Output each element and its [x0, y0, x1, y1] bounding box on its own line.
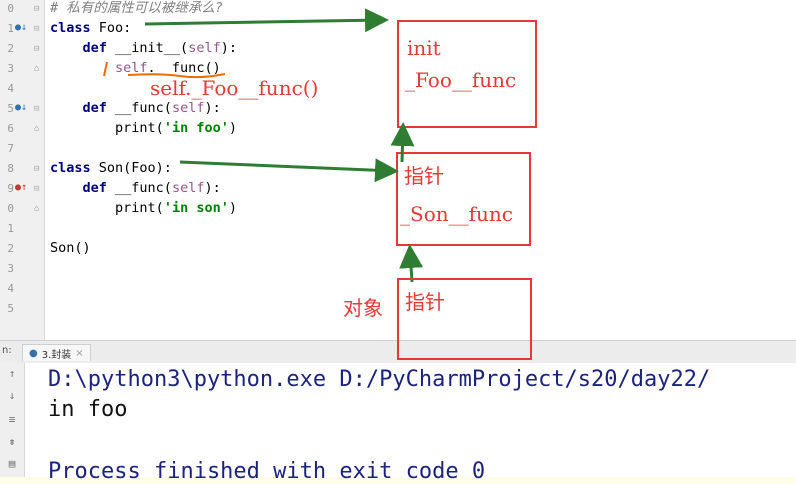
- arrow-foo-to-box: [144, 8, 389, 33]
- son-namespace-box: 指针 _Son__func: [396, 152, 531, 246]
- line-number: 8: [7, 162, 14, 175]
- line-number: 5: [7, 302, 14, 315]
- python-file-icon: ●: [29, 347, 38, 359]
- fold-icon[interactable]: ⊟: [34, 4, 40, 14]
- line-number: 0: [7, 2, 14, 15]
- fold-icon[interactable]: ⊟: [34, 44, 40, 54]
- console-output-line: in foo: [48, 397, 128, 422]
- code-line[interactable]: def __func(self):: [82, 100, 221, 116]
- code-line[interactable]: print('in son'): [115, 200, 237, 216]
- console-toolbar: ↑ ↓ ≡ ⇟ ▤: [0, 363, 25, 477]
- scroll-up-icon[interactable]: ↑: [8, 367, 16, 380]
- line-number: 1: [7, 22, 14, 35]
- override-marker-icon[interactable]: ●↓: [15, 102, 28, 113]
- print-icon[interactable]: ▤: [8, 457, 16, 470]
- code-line[interactable]: def __init__(self):: [82, 40, 237, 56]
- code-line[interactable]: self.__func(): [115, 60, 221, 76]
- code-line[interactable]: print('in foo'): [115, 120, 237, 136]
- arrow-son-to-box: [179, 158, 399, 183]
- line-number: 4: [7, 82, 14, 95]
- close-icon[interactable]: ×: [75, 347, 84, 359]
- run-console[interactable]: ↑ ↓ ≡ ⇟ ▤ D:\python3\python.exe D:/PyCha…: [0, 363, 796, 484]
- fold-icon[interactable]: ⊟: [34, 24, 40, 34]
- line-gutter: 0 1 2 3 4 5 6 7 8 9 0 1 2 3 4 5 ●↓ ●↓ ●↑…: [0, 0, 45, 340]
- run-tab-label: 3.封装: [41, 349, 72, 361]
- fold-icon[interactable]: ⊟: [34, 164, 40, 174]
- fold-icon[interactable]: ⊟: [34, 104, 40, 114]
- fold-end-icon[interactable]: ⌂: [34, 204, 40, 214]
- line-number: 2: [7, 242, 14, 255]
- line-number: 3: [7, 62, 14, 75]
- fold-end-icon[interactable]: ⌂: [34, 124, 40, 134]
- console-command-line: D:\python3\python.exe D:/PyCharmProject/…: [48, 367, 711, 392]
- line-number: 5: [7, 102, 14, 115]
- object-box: 指针: [397, 278, 532, 360]
- object-label: 对象: [343, 296, 383, 320]
- code-line[interactable]: class Foo:: [50, 20, 132, 36]
- line-number: 1: [7, 222, 14, 235]
- line-number: 6: [7, 122, 14, 135]
- override-marker-icon[interactable]: ●↓: [15, 22, 28, 33]
- box-label-son-func: _Son__func: [400, 202, 513, 226]
- line-number: 7: [7, 142, 14, 155]
- box-label-pointer: 指针: [405, 290, 445, 314]
- box-label-init: init: [407, 36, 441, 60]
- scroll-down-icon[interactable]: ↓: [8, 389, 16, 402]
- overrides-marker-icon[interactable]: ●↑: [15, 182, 28, 193]
- fold-end-icon[interactable]: ⌂: [34, 64, 40, 74]
- line-number: 2: [7, 42, 14, 55]
- box-label-pointer: 指针: [404, 164, 444, 188]
- run-tab[interactable]: ● 3.封装 ×: [22, 344, 91, 361]
- run-label: n:: [2, 345, 12, 356]
- handwritten-self-call-note: self._Foo__func(): [150, 76, 319, 100]
- foo-namespace-box: init _Foo__func: [397, 20, 537, 128]
- line-number: 0: [7, 202, 14, 215]
- console-exit-line: Process finished with exit code 0: [48, 459, 486, 484]
- line-number: 9: [7, 182, 14, 195]
- soft-wrap-icon[interactable]: ≡: [8, 413, 16, 426]
- line-number: 3: [7, 262, 14, 275]
- code-line[interactable]: def __func(self):: [82, 180, 221, 196]
- code-line[interactable]: class Son(Foo):: [50, 160, 172, 176]
- line-number: 4: [7, 282, 14, 295]
- scroll-to-end-icon[interactable]: ⇟: [8, 435, 16, 448]
- box-label-foo-func: _Foo__func: [405, 68, 517, 92]
- fold-icon[interactable]: ⊟: [34, 184, 40, 194]
- code-line[interactable]: # 私有的属性可以被继承么?: [50, 0, 223, 16]
- code-line[interactable]: Son(): [50, 240, 91, 256]
